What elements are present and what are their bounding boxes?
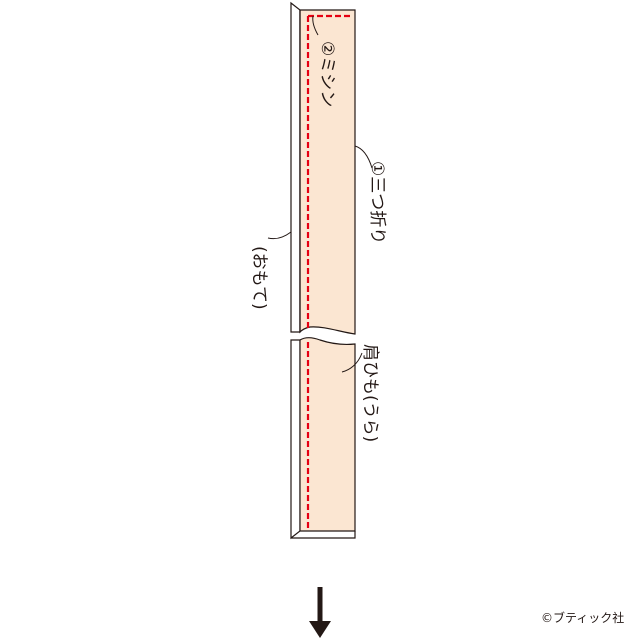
strap-lower-fabric (299, 337, 356, 532)
strap-upper-fold-edge (290, 1, 301, 333)
label-fold-group: ①三つ折り (367, 161, 387, 244)
label-face-group: (おもて) (249, 246, 269, 310)
leader-lines (267, 15, 373, 373)
strap-lower-fold-edge (290, 339, 301, 540)
strap-lower-bottom-edge (291, 531, 356, 539)
label-face: (おもて) (249, 246, 269, 310)
label-strap: 肩ひも(うら) (360, 344, 380, 442)
copyright-credit: ©ブティック社 (541, 611, 625, 625)
down-arrow-icon (309, 587, 331, 638)
label-fold: ①三つ折り (367, 161, 387, 244)
label-stitch-group: ②ミシン (317, 41, 337, 107)
leader-fold (354, 145, 373, 169)
leader-stitch (312, 15, 319, 36)
stitch-lines (306, 14, 353, 528)
strap-upper-piece (290, 1, 356, 335)
label-stitch: ②ミシン (317, 41, 337, 107)
leader-strap (341, 352, 363, 373)
strap-lower-piece (290, 337, 356, 540)
label-strap-group: 肩ひも(うら) (360, 344, 380, 442)
leader-face (267, 231, 292, 240)
strap-upper-fabric (299, 9, 356, 335)
